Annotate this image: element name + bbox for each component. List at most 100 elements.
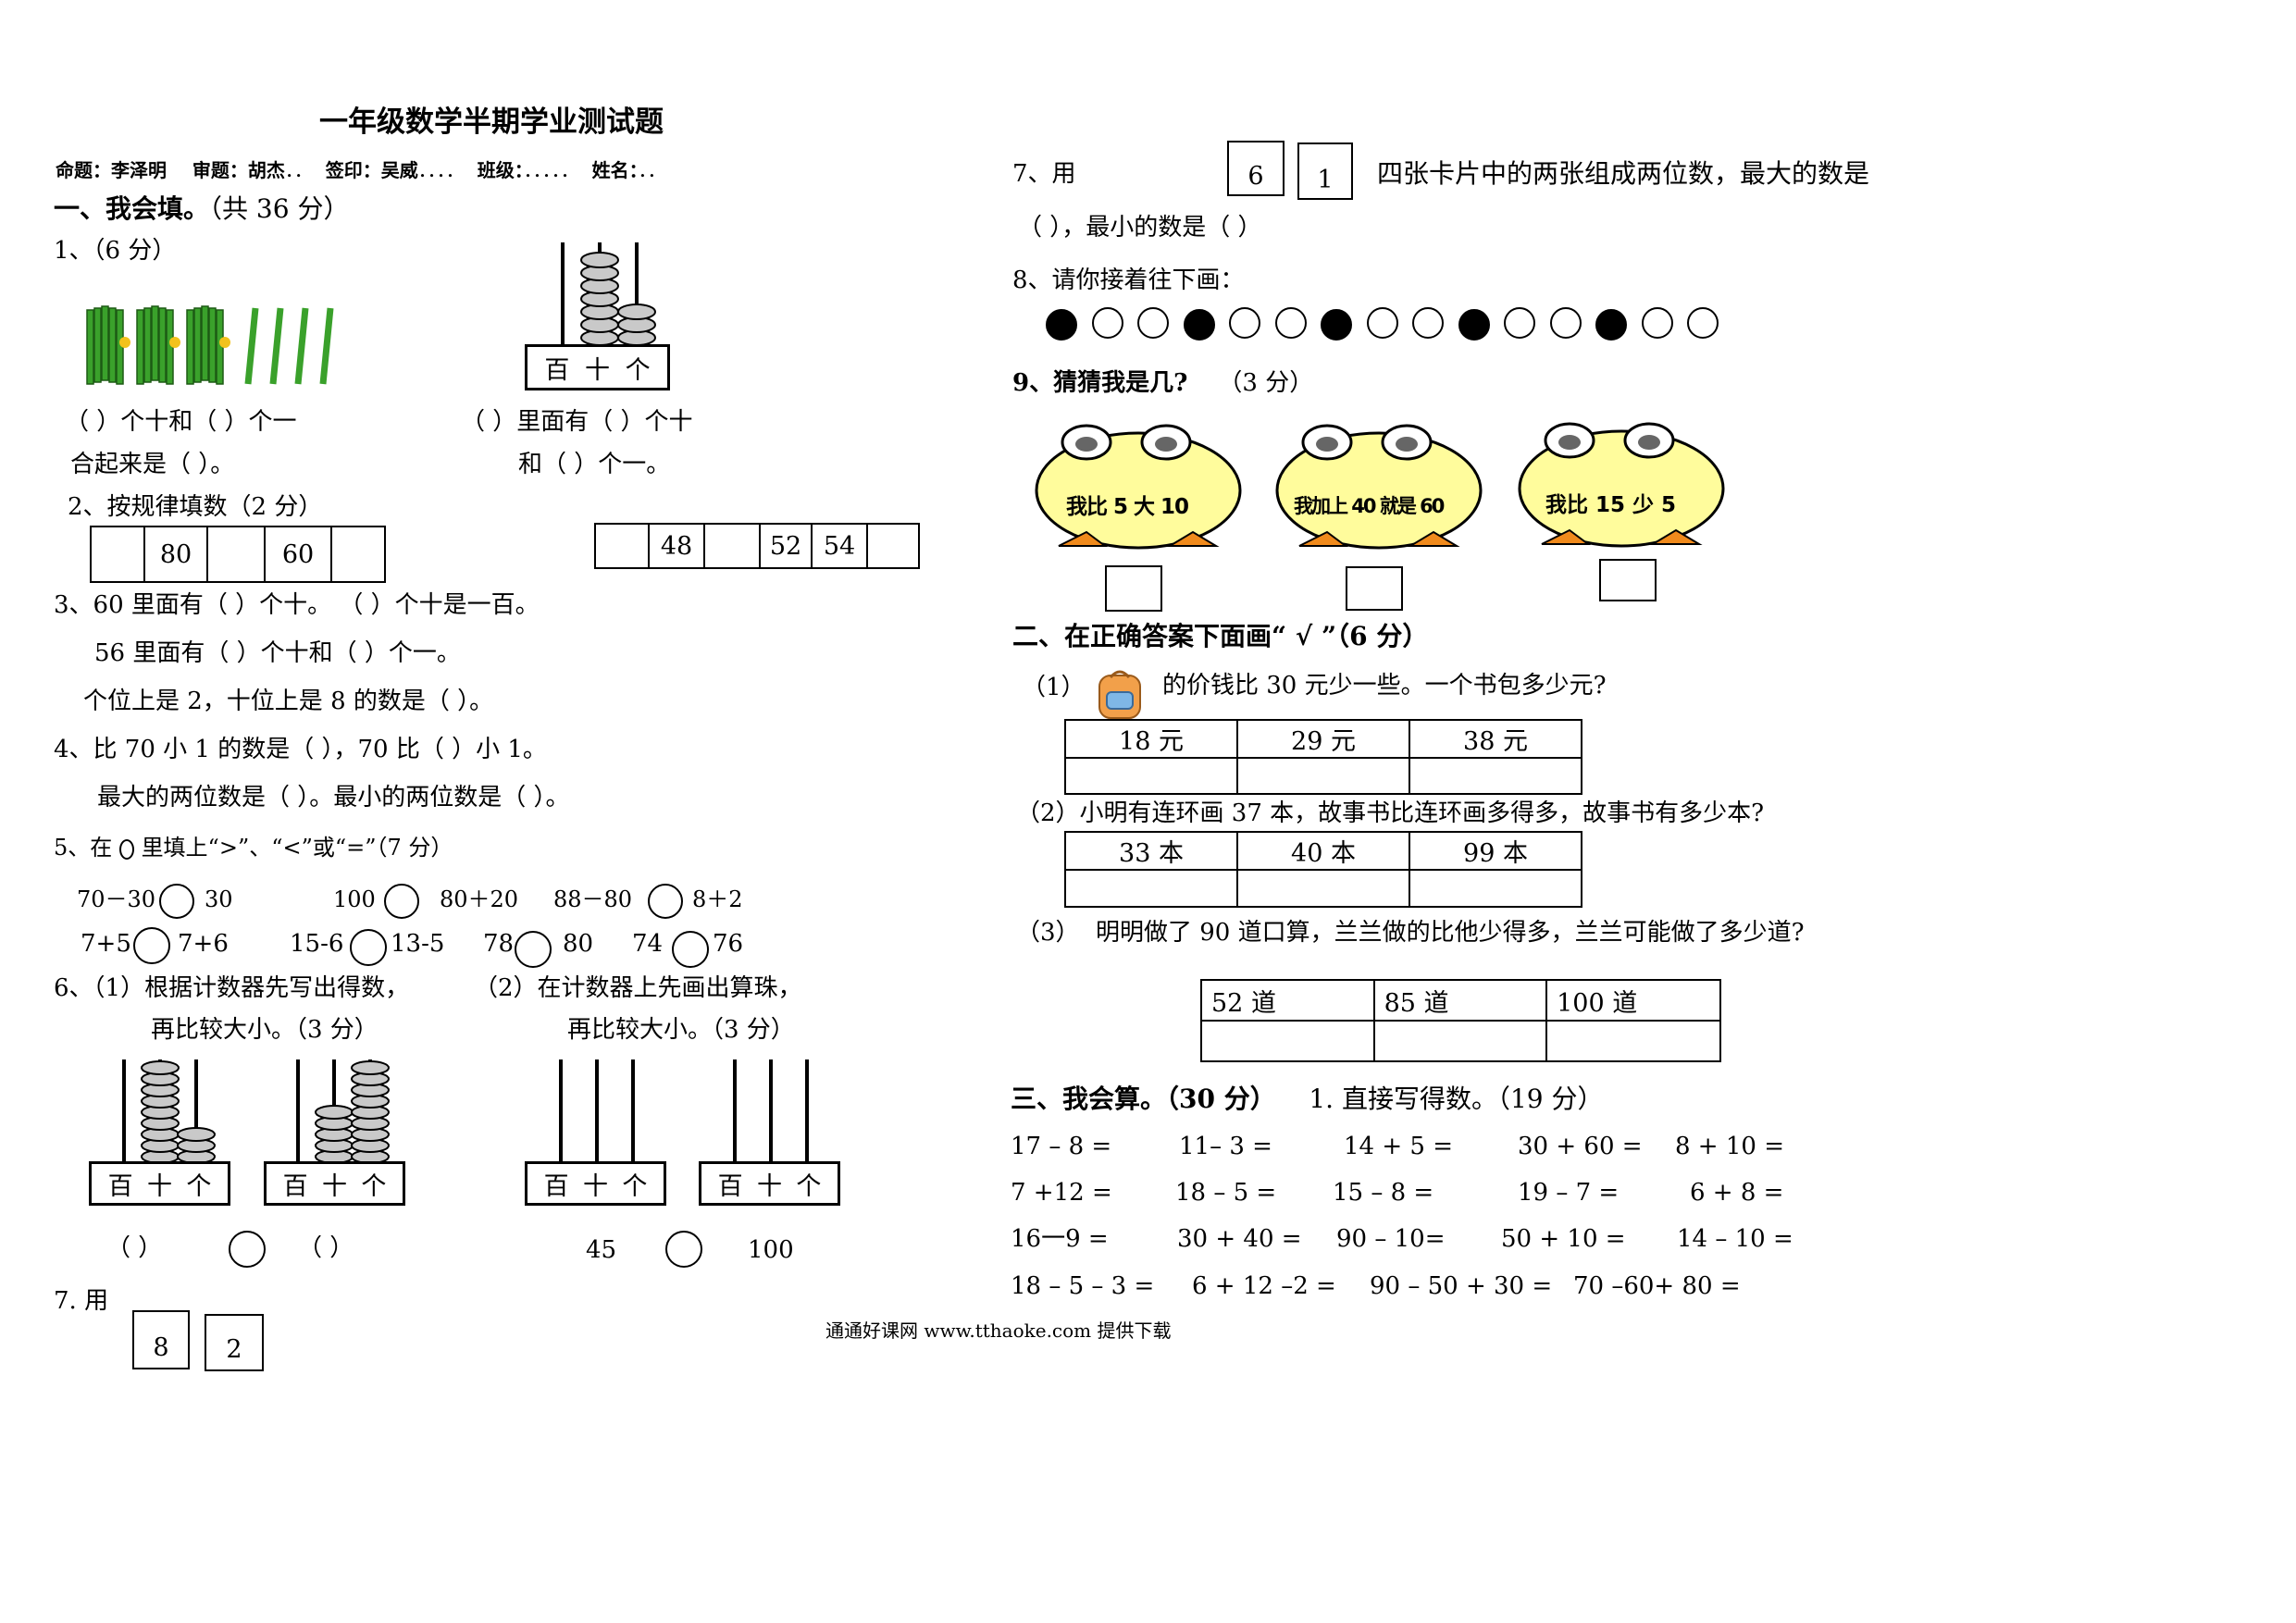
abacus-b-rods [296, 1059, 390, 1166]
name-label: 姓名： [591, 159, 639, 181]
hollow-dot [1092, 307, 1123, 339]
check-cell[interactable] [1200, 1020, 1375, 1062]
calc-item: 8 + 10 = [1675, 1133, 1784, 1160]
compare-right: 30 [205, 886, 233, 912]
s2-q1-text: 的价钱比 30 元少一些。一个书包多少元? [1162, 672, 1607, 700]
calc-item: 19 – 7 = [1518, 1179, 1620, 1207]
option-cell: 100 道 [1545, 979, 1721, 1022]
option-cell: 40 本 [1236, 831, 1410, 871]
compare-circle[interactable] [159, 884, 194, 919]
option-cell: 29 元 [1236, 719, 1410, 759]
sequence-box: 60 [264, 526, 332, 583]
filled-dot [1321, 309, 1352, 341]
sequence-box: 52 [759, 523, 813, 569]
hollow-dot [1504, 307, 1535, 339]
number-card: 8 [132, 1310, 190, 1369]
hollow-dot [1229, 307, 1260, 339]
abacus-c-rods[interactable] [527, 1059, 666, 1166]
sticks-illustration [86, 305, 334, 385]
s2-q3-text: 明明做了 90 道口算，兰兰做的比他少得多，兰兰可能做了多少道? [1096, 919, 1805, 947]
chick-illustration [1275, 424, 1483, 550]
q5-label: 5、在 里填上“>”、“<”或“=”（7 分） [54, 835, 453, 861]
calc-item: 6 + 12 –2 = [1192, 1272, 1336, 1300]
compare-right: 13-5 [391, 930, 445, 958]
abacus-c-base: 百十个 [525, 1161, 666, 1206]
hollow-dot [1137, 307, 1169, 339]
answer-box[interactable] [1599, 559, 1657, 601]
compare-left: 74 [632, 930, 664, 958]
q6-blank-right[interactable]: （ ） [298, 1234, 354, 1262]
q6-blank-left[interactable]: （ ） [106, 1234, 163, 1262]
check-cell[interactable] [1236, 869, 1410, 908]
check-cell[interactable] [1236, 757, 1410, 795]
single-sticks [244, 307, 334, 385]
reviewer: 审题：胡杰 [192, 159, 285, 181]
abacus-d-rods[interactable] [701, 1059, 840, 1166]
calc-item: 30 + 60 = [1518, 1133, 1643, 1160]
sequence-box[interactable] [206, 526, 266, 583]
q2-label: 2、按规律填数（2 分） [68, 493, 323, 521]
abacus-q1-base: 百十个 [525, 344, 670, 390]
calc-item: 14 – 10 = [1677, 1225, 1793, 1253]
compare-circle[interactable] [672, 931, 709, 968]
sequence-box[interactable] [703, 523, 761, 569]
filled-dot [1595, 309, 1627, 341]
check-cell[interactable] [1545, 1020, 1721, 1062]
answer-box[interactable] [1105, 565, 1162, 612]
compare-circle[interactable] [515, 931, 552, 968]
abacus-a-base: 百十个 [89, 1161, 230, 1206]
compare-left: 78 [483, 930, 515, 958]
section3-heading: 三、我会算。（30 分） 1. 直接写得数。（19 分） [1011, 1084, 1604, 1114]
hollow-dot [1642, 307, 1673, 339]
compare-circle[interactable] [665, 1231, 702, 1268]
filled-dot [1458, 309, 1490, 341]
sequence-box[interactable] [866, 523, 920, 569]
sequence-box[interactable] [90, 526, 145, 583]
compare-circle[interactable] [133, 927, 170, 964]
q6-num-right: 100 [748, 1236, 794, 1264]
q6-left-line1: 6、（1）根据计数器先写出得数， [54, 974, 410, 1002]
stick-bundle [86, 305, 130, 385]
calc-item: 7 +12 = [1011, 1179, 1112, 1207]
s2-q3-label: （3） [1016, 919, 1080, 947]
q7-text2: （ ），最小的数是（ ） [1018, 214, 1262, 242]
sequence-box[interactable] [330, 526, 386, 583]
compare-circle[interactable] [648, 884, 683, 919]
answer-box[interactable] [1346, 566, 1403, 611]
calc-item: 90 – 50 + 30 = [1370, 1272, 1553, 1300]
option-cell: 85 道 [1372, 979, 1548, 1022]
footer-credit: 通通好课网 www.tthaoke.com 提供下载 [825, 1319, 1172, 1342]
compare-right: 8＋2 [692, 886, 743, 912]
sequence-box[interactable] [594, 523, 650, 569]
option-cell: 52 道 [1200, 979, 1375, 1022]
q1-left-line1: （ ）个十和（ ）个一 [65, 408, 297, 436]
compare-circle[interactable] [350, 929, 387, 966]
number-card: 2 [205, 1314, 264, 1371]
check-cell[interactable] [1409, 869, 1582, 908]
exam-header: 命题：李泽明 审题：胡杰．． 签印：吴威．．．． 班级：．．．．． 姓名：．． [56, 159, 666, 181]
compare-right: 76 [713, 930, 744, 958]
check-cell[interactable] [1372, 1020, 1548, 1062]
sequence-box: 80 [143, 526, 208, 583]
option-cell: 99 本 [1409, 831, 1582, 871]
q6-right-line2: 再比较大小。（3 分） [567, 1016, 795, 1044]
compare-circle[interactable] [229, 1231, 266, 1268]
filled-dot [1046, 309, 1077, 341]
calc-item: 18 – 5 = [1175, 1179, 1277, 1207]
compare-left: 100 [333, 886, 376, 912]
s2-q3-options-table: 52 道 85 道 100 道 [1200, 979, 1721, 1062]
q1-left-line2: 合起来是（ ）。 [70, 451, 235, 478]
check-cell[interactable] [1409, 757, 1582, 795]
number-card: 6 [1227, 141, 1285, 196]
check-cell[interactable] [1064, 869, 1238, 908]
circle-icon [118, 838, 134, 860]
compare-right: 80＋20 [440, 886, 519, 912]
author: 命题：李泽明 [56, 159, 167, 181]
q7-right-label: 7、用 [1012, 160, 1076, 188]
check-cell[interactable] [1064, 757, 1238, 795]
hollow-dot [1550, 307, 1582, 339]
abacus-d-base: 百十个 [699, 1161, 840, 1206]
chick-illustration [1035, 424, 1242, 550]
compare-circle[interactable] [384, 884, 419, 919]
q6-right-line1: （2）在计数器上先画出算珠， [474, 974, 802, 1002]
